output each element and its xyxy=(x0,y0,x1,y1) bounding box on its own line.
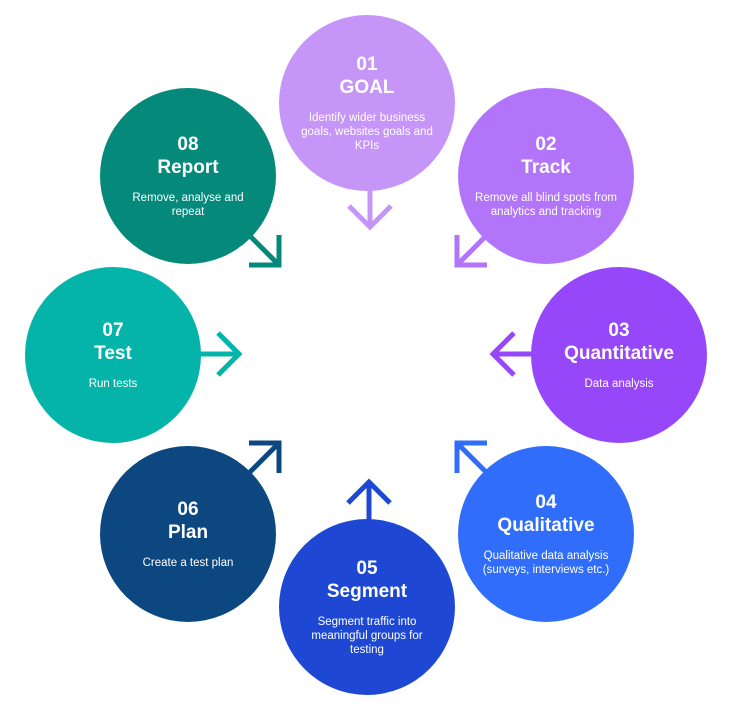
step-description: Remove, analyse and repeat xyxy=(132,192,244,218)
step-number: 04 xyxy=(535,492,557,513)
step-description: Remove all blind spots from analytics an… xyxy=(475,192,617,218)
step-description: Create a test plan xyxy=(142,557,234,569)
step-number: 05 xyxy=(356,558,378,579)
step-title: Track xyxy=(521,157,571,178)
step-title: Test xyxy=(94,343,132,364)
step-quantitative: 03 Quantitative Data analysis xyxy=(531,267,707,443)
step-segment: 05 Segment Segment traffic into meaningf… xyxy=(279,519,455,695)
arrow-quantitative xyxy=(489,331,532,377)
step-number: 06 xyxy=(177,499,199,520)
step-number: 01 xyxy=(356,54,378,75)
arrow-test xyxy=(200,331,243,377)
arrow-plan xyxy=(248,440,282,474)
step-number: 02 xyxy=(535,134,557,155)
step-goal: 01 GOAL Identify wider business goals, w… xyxy=(279,15,455,191)
step-plan: 06 Plan Create a test plan xyxy=(100,446,276,622)
step-title: Plan xyxy=(167,522,209,543)
step-report: 08 Report Remove, analyse and repeat xyxy=(100,88,276,264)
step-title: GOAL xyxy=(339,77,395,98)
step-description: Data analysis xyxy=(584,378,654,390)
step-number: 03 xyxy=(608,320,630,341)
step-title: Report xyxy=(157,157,219,178)
arrow-goal xyxy=(347,188,393,231)
arrow-track xyxy=(454,234,488,268)
step-title: Qualitative xyxy=(497,515,595,536)
arrow-qualitative xyxy=(454,440,488,474)
step-description: Run tests xyxy=(88,378,138,390)
arrow-report xyxy=(248,234,282,268)
step-track: 02 Track Remove all blind spots from ana… xyxy=(458,88,634,264)
step-title: Segment xyxy=(326,581,408,602)
step-number: 07 xyxy=(102,320,124,341)
step-qualitative: 04 Qualitative Qualitative data analysis… xyxy=(458,446,634,622)
step-title: Quantitative xyxy=(564,343,674,364)
arrow-segment xyxy=(346,478,392,520)
step-description: Identify wider business goals, websites … xyxy=(301,112,433,152)
step-number: 08 xyxy=(177,134,199,155)
step-description: Segment traffic into meaningful groups f… xyxy=(311,616,423,656)
step-description: Qualitative data analysis (surveys, inte… xyxy=(482,550,610,576)
step-test: 07 Test Run tests xyxy=(25,267,201,443)
